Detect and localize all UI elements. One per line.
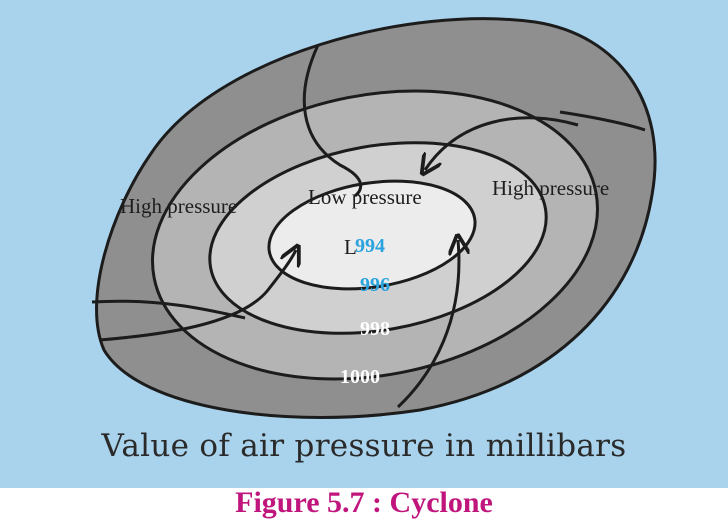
low-center-marker: L bbox=[344, 235, 357, 259]
right-boundary-line bbox=[559, 110, 646, 132]
isobar-value-1000: 1000 bbox=[340, 366, 380, 388]
wind-arrow-left bbox=[99, 250, 296, 342]
high-pressure-label-left: High pressure bbox=[120, 194, 237, 218]
isobar-994-core bbox=[267, 179, 477, 291]
isobar-value-998: 998 bbox=[360, 318, 390, 340]
isobar-value-996: 996 bbox=[360, 274, 390, 296]
diagram-caption: Value of air pressure in millibars bbox=[101, 428, 627, 464]
wind-arrow-right bbox=[425, 116, 579, 170]
isobar-value-994: 994 bbox=[355, 235, 385, 257]
figure-title: Figure 5.7 : Cyclone bbox=[235, 486, 493, 519]
wind-arrow-bottom bbox=[396, 240, 459, 409]
wind-arrow-top bbox=[302, 44, 363, 198]
cyclone-diagram: High pressure Low pressure High pressure… bbox=[91, 17, 657, 419]
low-pressure-label: Low pressure bbox=[308, 185, 422, 209]
cyclone-diagram-panel: High pressure Low pressure High pressure… bbox=[0, 0, 728, 488]
high-pressure-label-right: High pressure bbox=[492, 176, 609, 200]
